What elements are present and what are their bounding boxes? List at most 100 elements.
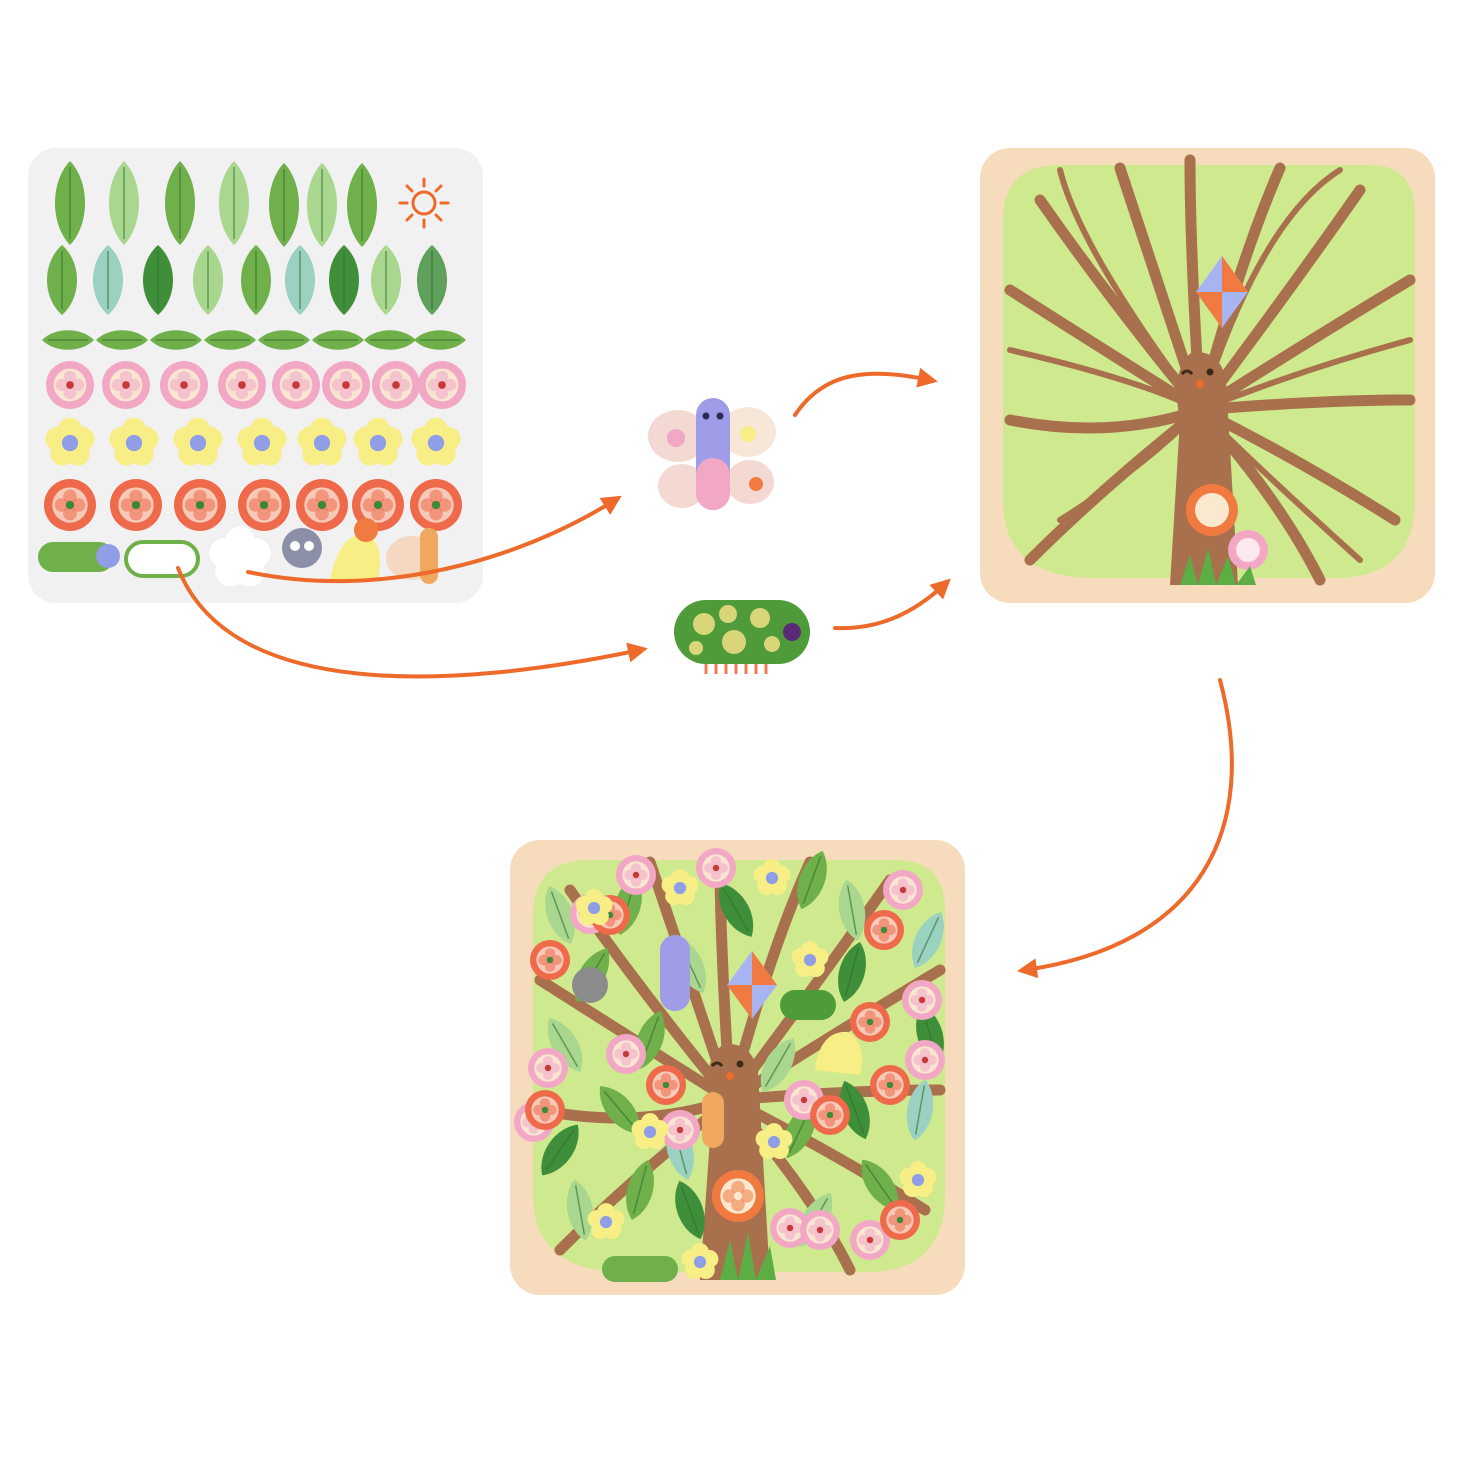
leaf-sticker <box>797 850 827 910</box>
flower-sticker <box>352 479 404 531</box>
tree-board-bare <box>980 148 1435 603</box>
leaf-sticker <box>241 245 271 315</box>
leaf-sticker <box>838 942 866 1002</box>
flower-sticker <box>296 479 348 531</box>
leaf-sticker <box>675 1180 705 1240</box>
flower-sticker <box>238 479 290 531</box>
flower-sticker <box>606 1034 646 1074</box>
bird-sticker <box>330 534 381 580</box>
flower-sticker <box>322 361 370 409</box>
grass <box>1180 548 1256 585</box>
leaf-sticker <box>599 1086 641 1134</box>
branch <box>1057 167 1203 413</box>
leaf-sticker <box>269 163 299 247</box>
flower-sticker <box>770 1208 810 1248</box>
bird-cap <box>354 518 378 542</box>
flower-sticker <box>1186 484 1238 536</box>
flower-sticker <box>864 910 904 950</box>
flower-sticker <box>272 361 320 409</box>
flower-sticker <box>883 870 923 910</box>
flower-sticker <box>696 848 736 888</box>
blossom-sticker <box>209 526 271 587</box>
kite-icon <box>727 951 777 1019</box>
bird-sticker <box>815 1031 863 1075</box>
flower-sticker <box>646 1065 686 1105</box>
leaf-sticker <box>838 879 866 941</box>
butterfly-body-small <box>420 528 438 584</box>
flower-sticker <box>870 1065 910 1105</box>
arrow-sheet-to-caterpillar <box>176 566 648 679</box>
butterfly-sticker <box>648 398 776 510</box>
branch <box>1194 274 1416 416</box>
flower-sticker <box>44 479 96 531</box>
caterpillar-sticker <box>674 600 810 674</box>
blossom-sticker <box>173 417 223 466</box>
leaf-sticker <box>193 245 223 315</box>
blossom-sticker <box>587 1203 625 1240</box>
flower-sticker <box>905 1040 945 1080</box>
leaf-sticker <box>165 161 195 245</box>
leaf-sticker <box>545 885 575 945</box>
flower-sticker <box>1228 530 1268 570</box>
owl-eye <box>290 541 300 551</box>
leaf-sticker <box>906 1079 934 1141</box>
blossom-sticker <box>575 889 613 926</box>
leaf-sticker <box>312 330 364 350</box>
blossom-sticker <box>899 1161 937 1198</box>
caterpillar-head <box>96 544 120 568</box>
leaf-sticker <box>347 163 377 247</box>
leaf-sticker <box>329 245 359 315</box>
flower-sticker <box>525 1090 565 1130</box>
leaf-sticker <box>547 1018 583 1072</box>
flower-sticker <box>902 980 942 1020</box>
blossom-sticker <box>353 417 403 466</box>
arrow-sheet-to-butterfly <box>246 495 622 584</box>
caterpillar-sticker <box>602 1256 678 1282</box>
smiley-face-icon <box>1180 368 1214 388</box>
leaf-sticker <box>143 245 173 315</box>
blossom-sticker <box>755 1123 793 1160</box>
flower-sticker <box>46 361 94 409</box>
owl-sticker <box>572 967 608 1003</box>
leaf-sticker <box>364 330 416 350</box>
blossom-sticker <box>681 1243 719 1280</box>
flower-sticker <box>410 479 462 531</box>
arrow-board-to-decorated <box>1017 678 1234 979</box>
leaf-sticker <box>55 161 85 245</box>
blossom-sticker <box>631 1113 669 1150</box>
flower-sticker <box>160 361 208 409</box>
leaf-sticker <box>109 161 139 245</box>
blossom-sticker <box>45 417 95 466</box>
flower-sticker <box>110 479 162 531</box>
sun-flower-sticker <box>712 1170 764 1222</box>
blossom-sticker <box>791 941 829 978</box>
tree-board-decorated <box>510 840 965 1295</box>
kite-icon <box>1196 256 1248 328</box>
leaf-sticker <box>760 1038 796 1092</box>
branch <box>1194 394 1416 416</box>
leaf-sticker <box>150 330 202 350</box>
flower-sticker <box>174 479 226 531</box>
blossom-sticker <box>753 859 791 896</box>
leaf-sticker <box>47 245 77 315</box>
flow-arrows <box>176 367 1234 979</box>
sticker-slot <box>124 540 200 578</box>
butterfly-sticker-small <box>702 1092 724 1148</box>
flower-sticker <box>850 1220 890 1260</box>
flower-sticker <box>218 361 266 409</box>
leaf-sticker <box>371 245 401 315</box>
smiley-face-icon <box>710 1060 744 1080</box>
flower-sticker <box>418 361 466 409</box>
blossom-sticker <box>237 417 287 466</box>
owl-eye <box>304 541 314 551</box>
leaf-sticker <box>861 1159 899 1211</box>
leaf-sticker <box>414 330 466 350</box>
leaf-sticker <box>258 330 310 350</box>
blossom-sticker <box>661 869 699 906</box>
leaf-sticker <box>204 330 256 350</box>
leaf-sticker <box>93 245 123 315</box>
arrow-caterpillar-to-board <box>833 578 951 631</box>
flower-sticker <box>616 855 656 895</box>
